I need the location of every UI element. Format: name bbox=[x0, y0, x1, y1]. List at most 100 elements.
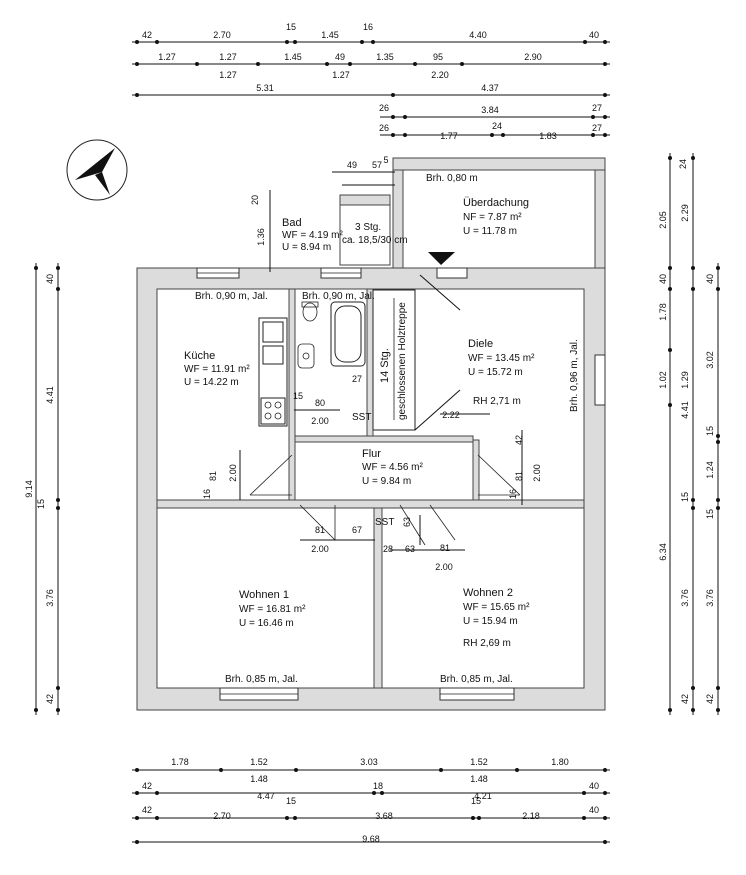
room-wohnen2-wf: WF = 15.65 m² bbox=[463, 602, 530, 613]
dim-bot-r1-1: 1.78 bbox=[171, 757, 189, 767]
dim-bot-r3-3: 15 bbox=[286, 796, 296, 806]
dim-bot-r3-1: 42 bbox=[142, 805, 152, 815]
room-flur-name: Flur bbox=[362, 448, 381, 460]
room-ueberdachung-u: U = 11.78 m bbox=[463, 226, 517, 237]
dim-top-r3-2: 1.27 bbox=[332, 70, 350, 80]
dim-k-200: 2.00 bbox=[228, 464, 238, 482]
dim-w2-81: 81 bbox=[440, 543, 450, 553]
room-bad-u: U = 8.94 m bbox=[282, 242, 331, 253]
dim-k-16: 16 bbox=[202, 489, 212, 499]
dim-bot-r1-3: 3.03 bbox=[360, 757, 378, 767]
dim-bad-20: 20 bbox=[250, 195, 260, 205]
dim-right-c1-6: 4.41 bbox=[680, 401, 690, 419]
dim-top-r6-3: 24 bbox=[492, 121, 502, 131]
dim-top-r3-3: 2.20 bbox=[431, 70, 449, 80]
dim-bot-r1-2: 1.52 bbox=[250, 757, 268, 767]
interior-staircase bbox=[372, 274, 461, 431]
dim-top-r5-3: 27 bbox=[592, 103, 602, 113]
dim-top-r2-3: 1.45 bbox=[284, 52, 302, 62]
dim-right-c1-8: 3.76 bbox=[680, 589, 690, 607]
dim-right-c2-4: 15 bbox=[705, 426, 715, 436]
sst-label-2: SST bbox=[375, 517, 394, 528]
dim-right-total: 6.34 bbox=[658, 543, 668, 561]
annotations: Brh. 0,90 m, Jal. Brh. 0,90 m, Jal. Brh.… bbox=[195, 173, 580, 685]
dim-w1-67: 67 bbox=[352, 525, 362, 535]
dim-top-r1-1: 42 bbox=[142, 30, 152, 40]
room-kueche-name: Küche bbox=[184, 350, 215, 362]
dim-right-c2-3: 1.29 bbox=[680, 371, 690, 389]
room-wohnen2-rh: RH 2,69 m bbox=[463, 638, 511, 649]
room-diele-rh: RH 2,71 m bbox=[473, 396, 521, 407]
dim-bot-r3-5: 15 bbox=[471, 796, 481, 806]
room-wohnen2-u: U = 15.94 m bbox=[463, 616, 518, 627]
dim-bot-total: 9.68 bbox=[362, 834, 380, 844]
dim-top-r1-7: 40 bbox=[589, 30, 599, 40]
dim-right-c2-5: 1.24 bbox=[705, 461, 715, 479]
dim-top-r5-1: 26 bbox=[379, 103, 389, 113]
dim-left-3: 15 bbox=[36, 499, 46, 509]
dim-w2-63: 63 bbox=[402, 517, 412, 527]
dim-bot-r2-5: 40 bbox=[589, 781, 599, 791]
dim-bot-r3-6: 2.18 bbox=[522, 811, 540, 821]
dim-left-1: 40 bbox=[45, 274, 55, 284]
dim-right-c1-4: 1.78 bbox=[658, 303, 668, 321]
dim-bot-r3-7: 40 bbox=[589, 805, 599, 815]
dim-bot-r2-2: 4.47 bbox=[257, 791, 275, 801]
door-swings bbox=[249, 454, 521, 546]
dim-w1-200: 2.00 bbox=[311, 544, 329, 554]
dim-d-200: 2.00 bbox=[532, 464, 542, 482]
room-wohnen1-wf: WF = 16.81 m² bbox=[239, 604, 306, 615]
dim-top-r6-1: 26 bbox=[379, 123, 389, 133]
room-flur-u: U = 9.84 m bbox=[362, 476, 411, 487]
dim-top-r2-2: 1.27 bbox=[219, 52, 237, 62]
room-diele-u: U = 15.72 m bbox=[468, 367, 523, 378]
dim-d-42: 42 bbox=[514, 435, 524, 445]
bathroom-fixtures bbox=[297, 301, 366, 369]
dim-w1-81: 81 bbox=[315, 525, 325, 535]
kitchen-counter bbox=[258, 317, 288, 427]
dim-ueb-5: 5 bbox=[383, 155, 388, 165]
dim-bot-r2-4: 4.21 bbox=[474, 791, 492, 801]
brh-wohnen2: Brh. 0,85 m, Jal. bbox=[440, 674, 513, 685]
room-diele-wf: WF = 13.45 m² bbox=[468, 353, 535, 364]
dim-top-r2-1: 1.27 bbox=[158, 52, 176, 62]
room-diele-name: Diele bbox=[468, 338, 493, 350]
dim-top-r6-2: 1.77 bbox=[440, 131, 458, 141]
dim-top-r1-3: 15 bbox=[286, 22, 296, 32]
dim-ueb-49: 49 bbox=[347, 160, 357, 170]
dim-top-r1-6: 4.40 bbox=[469, 30, 487, 40]
dim-top-r2-6: 95 bbox=[433, 52, 443, 62]
dim-top-r5-2: 3.84 bbox=[481, 105, 499, 115]
dim-bot-r1-4: 1.52 bbox=[470, 757, 488, 767]
dim-top-r4-1: 5.31 bbox=[256, 83, 274, 93]
dim-w2-200: 2.00 bbox=[435, 562, 453, 572]
dim-right-c3-1: 3.02 bbox=[705, 351, 715, 369]
room-wohnen2-name: Wohnen 2 bbox=[463, 587, 513, 599]
entrance-arrow-icon bbox=[428, 252, 455, 265]
dimension-lines-bottom: 1.78 1.52 3.03 1.52 1.80 1.48 1.48 42 4.… bbox=[132, 757, 610, 844]
dim-top-r1-5: 16 bbox=[363, 22, 373, 32]
dim-right-c1-7: 15 bbox=[680, 492, 690, 502]
walls bbox=[136, 157, 606, 711]
windows bbox=[196, 267, 606, 701]
dim-left-2: 4.41 bbox=[45, 386, 55, 404]
stairs-outside-size: ca. 18,5/30 cm bbox=[342, 235, 408, 246]
dim-top-r3-1: 1.27 bbox=[219, 70, 237, 80]
dim-bot-r1b-1: 1.48 bbox=[250, 774, 268, 784]
brh-kueche: Brh. 0,90 m, Jal. bbox=[195, 291, 268, 302]
dim-left-5: 42 bbox=[45, 694, 55, 704]
room-wohnen1-u: U = 16.46 m bbox=[239, 618, 294, 629]
dim-right-c2-8: 42 bbox=[705, 694, 715, 704]
dim-right-c1-3: 40 bbox=[658, 274, 668, 284]
dim-k-200b: 2.00 bbox=[311, 416, 329, 426]
dim-right-c2-6: 15 bbox=[705, 509, 715, 519]
dim-bad-136: 1.36 bbox=[256, 228, 266, 246]
dim-bot-r2-3: 18 bbox=[373, 781, 383, 791]
brh-diele: Brh. 0,96 m, Jal. bbox=[569, 339, 580, 412]
room-kueche-wf: WF = 11.91 m² bbox=[184, 364, 250, 375]
dim-bot-r3-2: 2.70 bbox=[213, 811, 231, 821]
dim-top-r2-5: 1.35 bbox=[376, 52, 394, 62]
dim-d-222: 2.22 bbox=[442, 410, 460, 420]
room-bad-name: Bad bbox=[282, 217, 302, 229]
dim-bot-r2-1: 42 bbox=[142, 781, 152, 791]
